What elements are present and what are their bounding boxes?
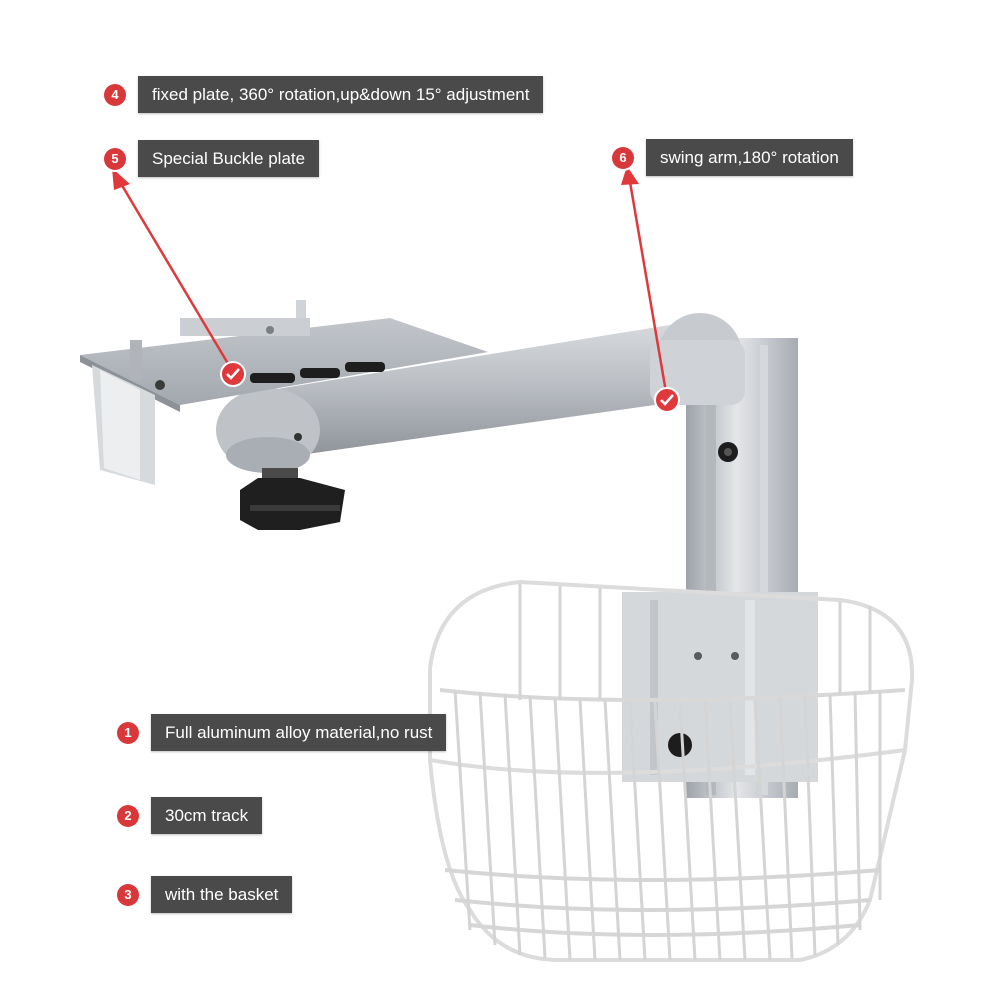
arrow-head [621,166,639,185]
callout-number-badge: 6 [612,146,634,169]
check-icon [220,361,246,387]
callout-number-badge: 3 [117,883,139,906]
callout-number-badge: 2 [117,804,139,827]
callout-arrows [112,166,669,399]
arrow-to-buckle-plate [118,181,235,373]
buckle-plate [80,300,488,485]
callout-basket: 3 with the basket [117,876,293,913]
callout-aluminum-alloy: 1 Full aluminum alloy material,no rust [117,714,447,751]
callout-fixed-plate: 4 fixed plate, 360° rotation,up&down 15°… [104,76,544,113]
wire-basket [428,579,915,962]
check-icon [654,387,680,413]
callout-number-badge: 4 [104,83,126,106]
callout-swing-arm: 6 swing arm,180° rotation [612,139,853,176]
callout-buckle-plate: 5 Special Buckle plate [104,140,320,177]
callout-label: swing arm,180° rotation [646,139,853,176]
callout-track: 2 30cm track [117,797,263,834]
arrow-to-swing-arm [628,181,669,399]
arrow-head [112,168,130,190]
basket-mount-plate [622,592,818,782]
lock-knob [240,468,345,530]
callout-number-badge: 1 [117,721,139,744]
swing-arm [216,313,745,473]
callout-label: Special Buckle plate [138,140,320,177]
callout-label: 30cm track [151,797,263,834]
callout-label: fixed plate, 360° rotation,up&down 15° a… [138,76,544,113]
callout-label: Full aluminum alloy material,no rust [151,714,447,751]
callout-label: with the basket [151,876,293,913]
callout-number-badge: 5 [104,147,126,170]
